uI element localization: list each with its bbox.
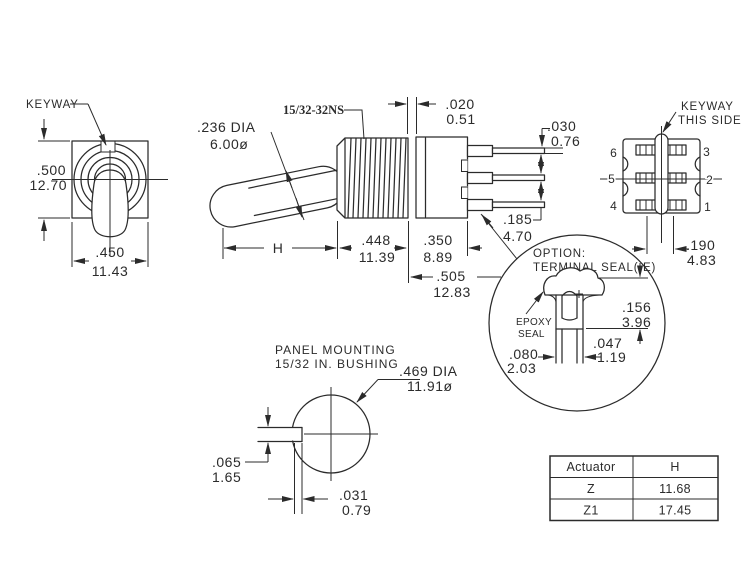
spec-table: Actuator H Z 11.68 Z1 17.45 — [549, 455, 719, 522]
panel-keyway-width-in: .031 — [339, 487, 368, 503]
notch-mask — [461, 159, 468, 173]
panel-title-line1: PANEL MOUNTING — [275, 343, 396, 357]
washer-gap-in: .020 — [445, 96, 474, 112]
epoxy-fillet-left — [547, 294, 557, 303]
epoxy-label-line1: EPOXY — [516, 317, 552, 328]
seal-detail-view: OPTION: TERMINAL SEAL(-E) .156 3.96 .047… — [488, 234, 666, 412]
thread-leader — [344, 109, 365, 140]
actuator-dia-in: .236 DIA — [197, 119, 256, 135]
table-header-h: H — [670, 460, 679, 474]
panel-keyway-height-in: .065 — [212, 454, 241, 470]
terminal-tab-3 — [466, 198, 494, 212]
terminal-pin-2 — [491, 174, 546, 182]
epoxy-leader-arrow — [525, 291, 544, 315]
front-width-mm: 11.43 — [92, 263, 129, 279]
seal-depth-mm: 2.03 — [507, 360, 536, 376]
body-notch — [461, 159, 468, 172]
actuator-length-label: H — [273, 240, 284, 256]
table-cell-z1: Z1 — [583, 504, 598, 518]
terminal-width-mm: 1.19 — [597, 349, 626, 365]
slot-mask — [288, 428, 302, 441]
panel-keyway-height-mm: 1.65 — [212, 469, 241, 485]
terminal-number-2: 2 — [706, 173, 714, 187]
terminal-number-4: 4 — [610, 199, 618, 213]
keyway-notch — [100, 141, 116, 153]
toggle-lever-side — [209, 165, 346, 228]
terminal-pin-1 — [491, 147, 546, 155]
hole-dia-mm: 11.91ø — [407, 378, 453, 394]
table-border — [549, 455, 719, 522]
switch-body-side — [415, 136, 469, 219]
keyway-note-line1: KEYWAY — [681, 101, 734, 113]
terminal-cross-section — [555, 290, 584, 364]
panel-title-line2: 15/32 IN. BUSHING — [275, 357, 399, 371]
detail-circle — [488, 234, 666, 412]
keyway-notch-mask — [100, 140, 116, 152]
front-view: KEYWAY .500 12.70 .450 11.43 — [26, 99, 168, 279]
epoxy-seal-mound — [543, 267, 605, 296]
bushing-len-mm: 11.39 — [359, 249, 396, 265]
terminal-number-1: 1 — [704, 200, 712, 214]
terminal-number-6: 6 — [610, 146, 618, 160]
dim-arrow — [295, 197, 303, 218]
front-height-mm: 12.70 — [29, 177, 67, 193]
terminal-pitch-in: .190 — [686, 237, 715, 253]
keyway-label: KEYWAY — [26, 99, 79, 111]
keyway-leader-arrow — [87, 103, 107, 146]
seal-height-in: .156 — [622, 299, 651, 315]
terminal-pitch-mm: 4.83 — [687, 252, 716, 268]
washer-gap-mm: 0.51 — [446, 111, 475, 127]
detail-leader-arrow — [481, 214, 494, 229]
table-cell-z1-h: 17.45 — [659, 504, 692, 518]
panel-keyway-width-mm: 0.79 — [342, 502, 371, 518]
edge-notches — [622, 156, 701, 197]
keyway-note-leader — [662, 111, 677, 133]
side-view: .236 DIA 6.00ø 15/32-32NS .020 0.51 H .4… — [197, 96, 580, 300]
body-depth-in: .350 — [423, 232, 452, 248]
table-cell-z: Z — [587, 482, 595, 496]
overall-depth-in: .505 — [436, 268, 465, 284]
table-header-actuator: Actuator — [567, 460, 616, 474]
actuator-dia-mm: 6.00ø — [210, 136, 248, 152]
keyway-note-line2: THIS SIDE — [678, 115, 741, 127]
seal-height-mm: 3.96 — [622, 314, 651, 330]
terminal-spacing-mm: 4.70 — [503, 228, 532, 244]
body-depth-mm: 8.89 — [423, 249, 452, 265]
dim-arrow — [285, 170, 293, 189]
terminal-number-5: 5 — [608, 172, 616, 186]
hole-dia-in: .469 DIA — [399, 363, 458, 379]
panel-keyway-slot — [257, 426, 303, 443]
front-height-in: .500 — [37, 162, 66, 178]
notch-mask — [461, 186, 468, 200]
terminal-thickness-mm: 0.76 — [551, 133, 580, 149]
epoxy-fillet-right — [582, 294, 600, 303]
panel-mounting-view: PANEL MOUNTING 15/32 IN. BUSHING .065 1.… — [212, 343, 458, 518]
terminal-width-in: .047 — [593, 335, 622, 351]
rear-view: 6 3 5 2 4 1 KEYWAY THIS SIDE .190 4.83 — [600, 101, 741, 268]
option-line1: OPTION: — [533, 248, 586, 260]
thread-spec-label: 15/32-32NS — [283, 103, 344, 117]
overall-depth-mm: 12.83 — [433, 284, 471, 300]
threaded-bushing — [336, 137, 409, 219]
terminal-pin-3 — [491, 201, 546, 209]
terminal-tab-1 — [466, 144, 494, 158]
table-cell-z-h: 11.68 — [659, 482, 691, 496]
body-notch — [461, 186, 468, 199]
thread-lines — [347, 137, 407, 219]
dim-arrow — [356, 379, 379, 403]
terminal-thickness-in: .030 — [547, 118, 576, 134]
terminal-spacing-in: .185 — [503, 211, 532, 227]
epoxy-label-line2: SEAL — [518, 329, 545, 340]
seal-depth-in: .080 — [509, 346, 538, 362]
terminal-number-3: 3 — [703, 145, 711, 159]
bushing-len-in: .448 — [361, 232, 390, 248]
terminal-tab-2 — [466, 171, 494, 185]
front-width-in: .450 — [95, 244, 124, 260]
